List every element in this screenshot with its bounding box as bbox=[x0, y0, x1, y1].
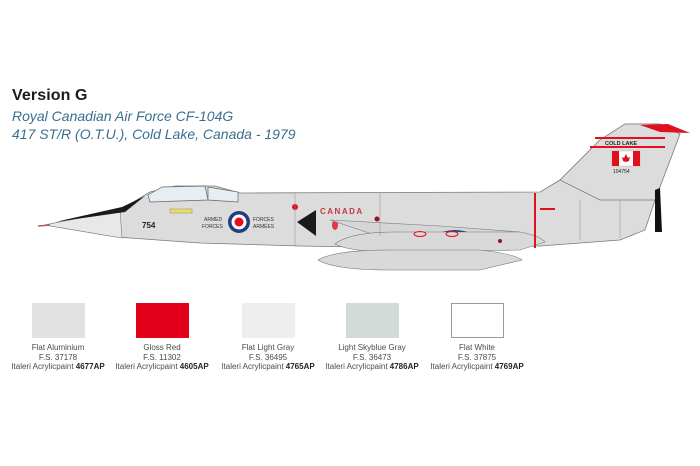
paint-swatch-light-skyblue-gray: Light Skyblue Gray F.S. 36473 Italeri Ac… bbox=[320, 303, 424, 372]
color-chip bbox=[135, 303, 189, 338]
aircraft-profile-illustration: 754 ARMED FORCES FORCES ARMÉES CANADA CO… bbox=[37, 123, 690, 271]
paint-brand: Italeri Acrylicpaint bbox=[115, 362, 178, 371]
paint-swatch-flat-light-gray: Flat Light Gray F.S. 36495 Italeri Acryl… bbox=[216, 303, 320, 372]
paint-brand: Italeri Acrylicpaint bbox=[325, 362, 388, 371]
paint-fs: F.S. 36473 bbox=[352, 352, 392, 362]
color-chip bbox=[31, 303, 85, 338]
paint-name: Gloss Red bbox=[143, 343, 181, 352]
paint-name: Light Skyblue Gray bbox=[338, 343, 406, 352]
detail-subtitle: 417 ST/R (O.T.U.), Cold Lake, Canada - 1… bbox=[12, 126, 296, 142]
paint-name: Flat White bbox=[458, 343, 495, 352]
svg-text:FORCES: FORCES bbox=[253, 217, 275, 223]
nose-number: 754 bbox=[142, 221, 156, 230]
paint-brand: Italeri Acrylicpaint bbox=[430, 362, 493, 371]
paint-fs: F.S. 11302 bbox=[143, 352, 181, 362]
paint-code: 4769AP bbox=[494, 362, 524, 371]
color-chip bbox=[450, 303, 504, 338]
paint-name: Flat Aluminium bbox=[31, 343, 85, 352]
tail-cold-lake: COLD LAKE bbox=[605, 141, 637, 147]
paint-fs: F.S. 37178 bbox=[38, 352, 78, 362]
svg-text:ARMED: ARMED bbox=[204, 217, 222, 223]
color-chip bbox=[241, 303, 295, 338]
paint-code: 4765AP bbox=[285, 362, 315, 371]
paint-name: Flat Light Gray bbox=[241, 343, 295, 352]
svg-text:FORCES: FORCES bbox=[202, 224, 224, 230]
unit-subtitle: Royal Canadian Air Force CF-104G bbox=[12, 108, 234, 124]
paint-fs: F.S. 37875 bbox=[457, 352, 497, 362]
paint-code: 4605AP bbox=[179, 362, 209, 371]
tail-serial: 104754 bbox=[613, 169, 630, 175]
paint-brand: Italeri Acrylicpaint bbox=[221, 362, 284, 371]
paint-code: 4677AP bbox=[75, 362, 105, 371]
canada-marking: CANADA bbox=[320, 207, 364, 216]
paint-swatch-flat-white: Flat White F.S. 37875 Italeri Acrylicpai… bbox=[425, 303, 529, 372]
paint-swatch-flat-aluminium: Flat Aluminium F.S. 37178 Italeri Acryli… bbox=[6, 303, 110, 372]
paint-fs: F.S. 36495 bbox=[248, 352, 288, 362]
paint-swatch-gloss-red: Gloss Red F.S. 11302 Italeri Acrylicpain… bbox=[110, 303, 214, 372]
version-title: Version G bbox=[12, 87, 88, 104]
svg-text:ARMÉES: ARMÉES bbox=[253, 223, 275, 230]
paint-code: 4786AP bbox=[389, 362, 419, 371]
color-chip bbox=[345, 303, 399, 338]
paint-brand: Italeri Acrylicpaint bbox=[11, 362, 74, 371]
